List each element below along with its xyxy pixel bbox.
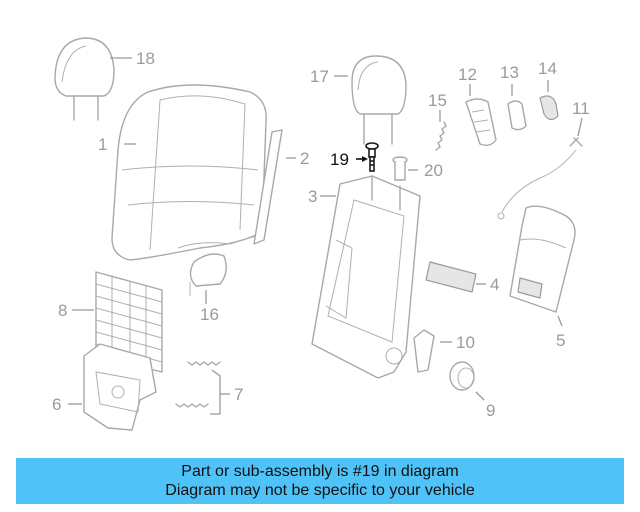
part-1-seatback-cushion[interactable] (111, 84, 267, 261)
part-18-headrest[interactable] (54, 37, 132, 121)
callout-16: 16 (200, 305, 219, 324)
part-10-recline-handle[interactable] (413, 329, 452, 373)
callout-1: 1 (98, 135, 107, 154)
callout-18: 18 (136, 49, 155, 68)
callout-20: 20 (424, 161, 443, 180)
banner-line-1: Part or sub-assembly is #19 in diagram (181, 463, 459, 480)
callout-8: 8 (58, 301, 67, 320)
part-15-spring[interactable] (435, 110, 447, 151)
part-7-springs[interactable] (175, 361, 230, 415)
callout-15: 15 (428, 91, 447, 110)
part-9-lumbar-knob[interactable] (449, 361, 485, 401)
parts-diagram: 18 1 2 16 8 6 7 17 19 20 3 4 5 11 12 13 … (52, 37, 590, 431)
part-17-headrest[interactable] (334, 55, 407, 145)
banner-line-2: Diagram may not be specific to your vehi… (165, 482, 475, 499)
callout-4: 4 (490, 275, 499, 294)
callout-9: 9 (486, 401, 495, 420)
part-16-recliner-cover[interactable] (189, 253, 227, 304)
part-2-side-panel[interactable] (253, 129, 296, 245)
callout-5: 5 (556, 331, 565, 350)
callout-17: 17 (310, 67, 329, 86)
part-6-lumbar-plate[interactable] (68, 343, 157, 431)
part-5-rear-panel[interactable] (509, 205, 576, 327)
callout-6: 6 (52, 395, 61, 414)
part-14-knob[interactable] (539, 80, 559, 121)
callout-13: 13 (500, 63, 519, 82)
callout-12: 12 (458, 65, 477, 84)
part-19-bolt[interactable] (356, 142, 379, 172)
part-11-release-cable[interactable] (497, 117, 583, 220)
part-12-lever-handle[interactable] (465, 84, 497, 147)
callout-2: 2 (300, 149, 309, 168)
callout-14: 14 (538, 59, 557, 78)
part-3-seatback-frame[interactable] (311, 175, 421, 379)
callout-10: 10 (456, 333, 475, 352)
callout-11: 11 (572, 99, 590, 118)
part-4-pad[interactable] (425, 261, 486, 293)
callout-3: 3 (308, 187, 317, 206)
part-20-guide-sleeve[interactable] (392, 156, 418, 181)
callout-7: 7 (234, 385, 243, 404)
part-13-handle-cover[interactable] (507, 84, 527, 131)
info-banner: Part or sub-assembly is #19 in diagram D… (16, 458, 624, 504)
callout-19: 19 (330, 150, 349, 169)
